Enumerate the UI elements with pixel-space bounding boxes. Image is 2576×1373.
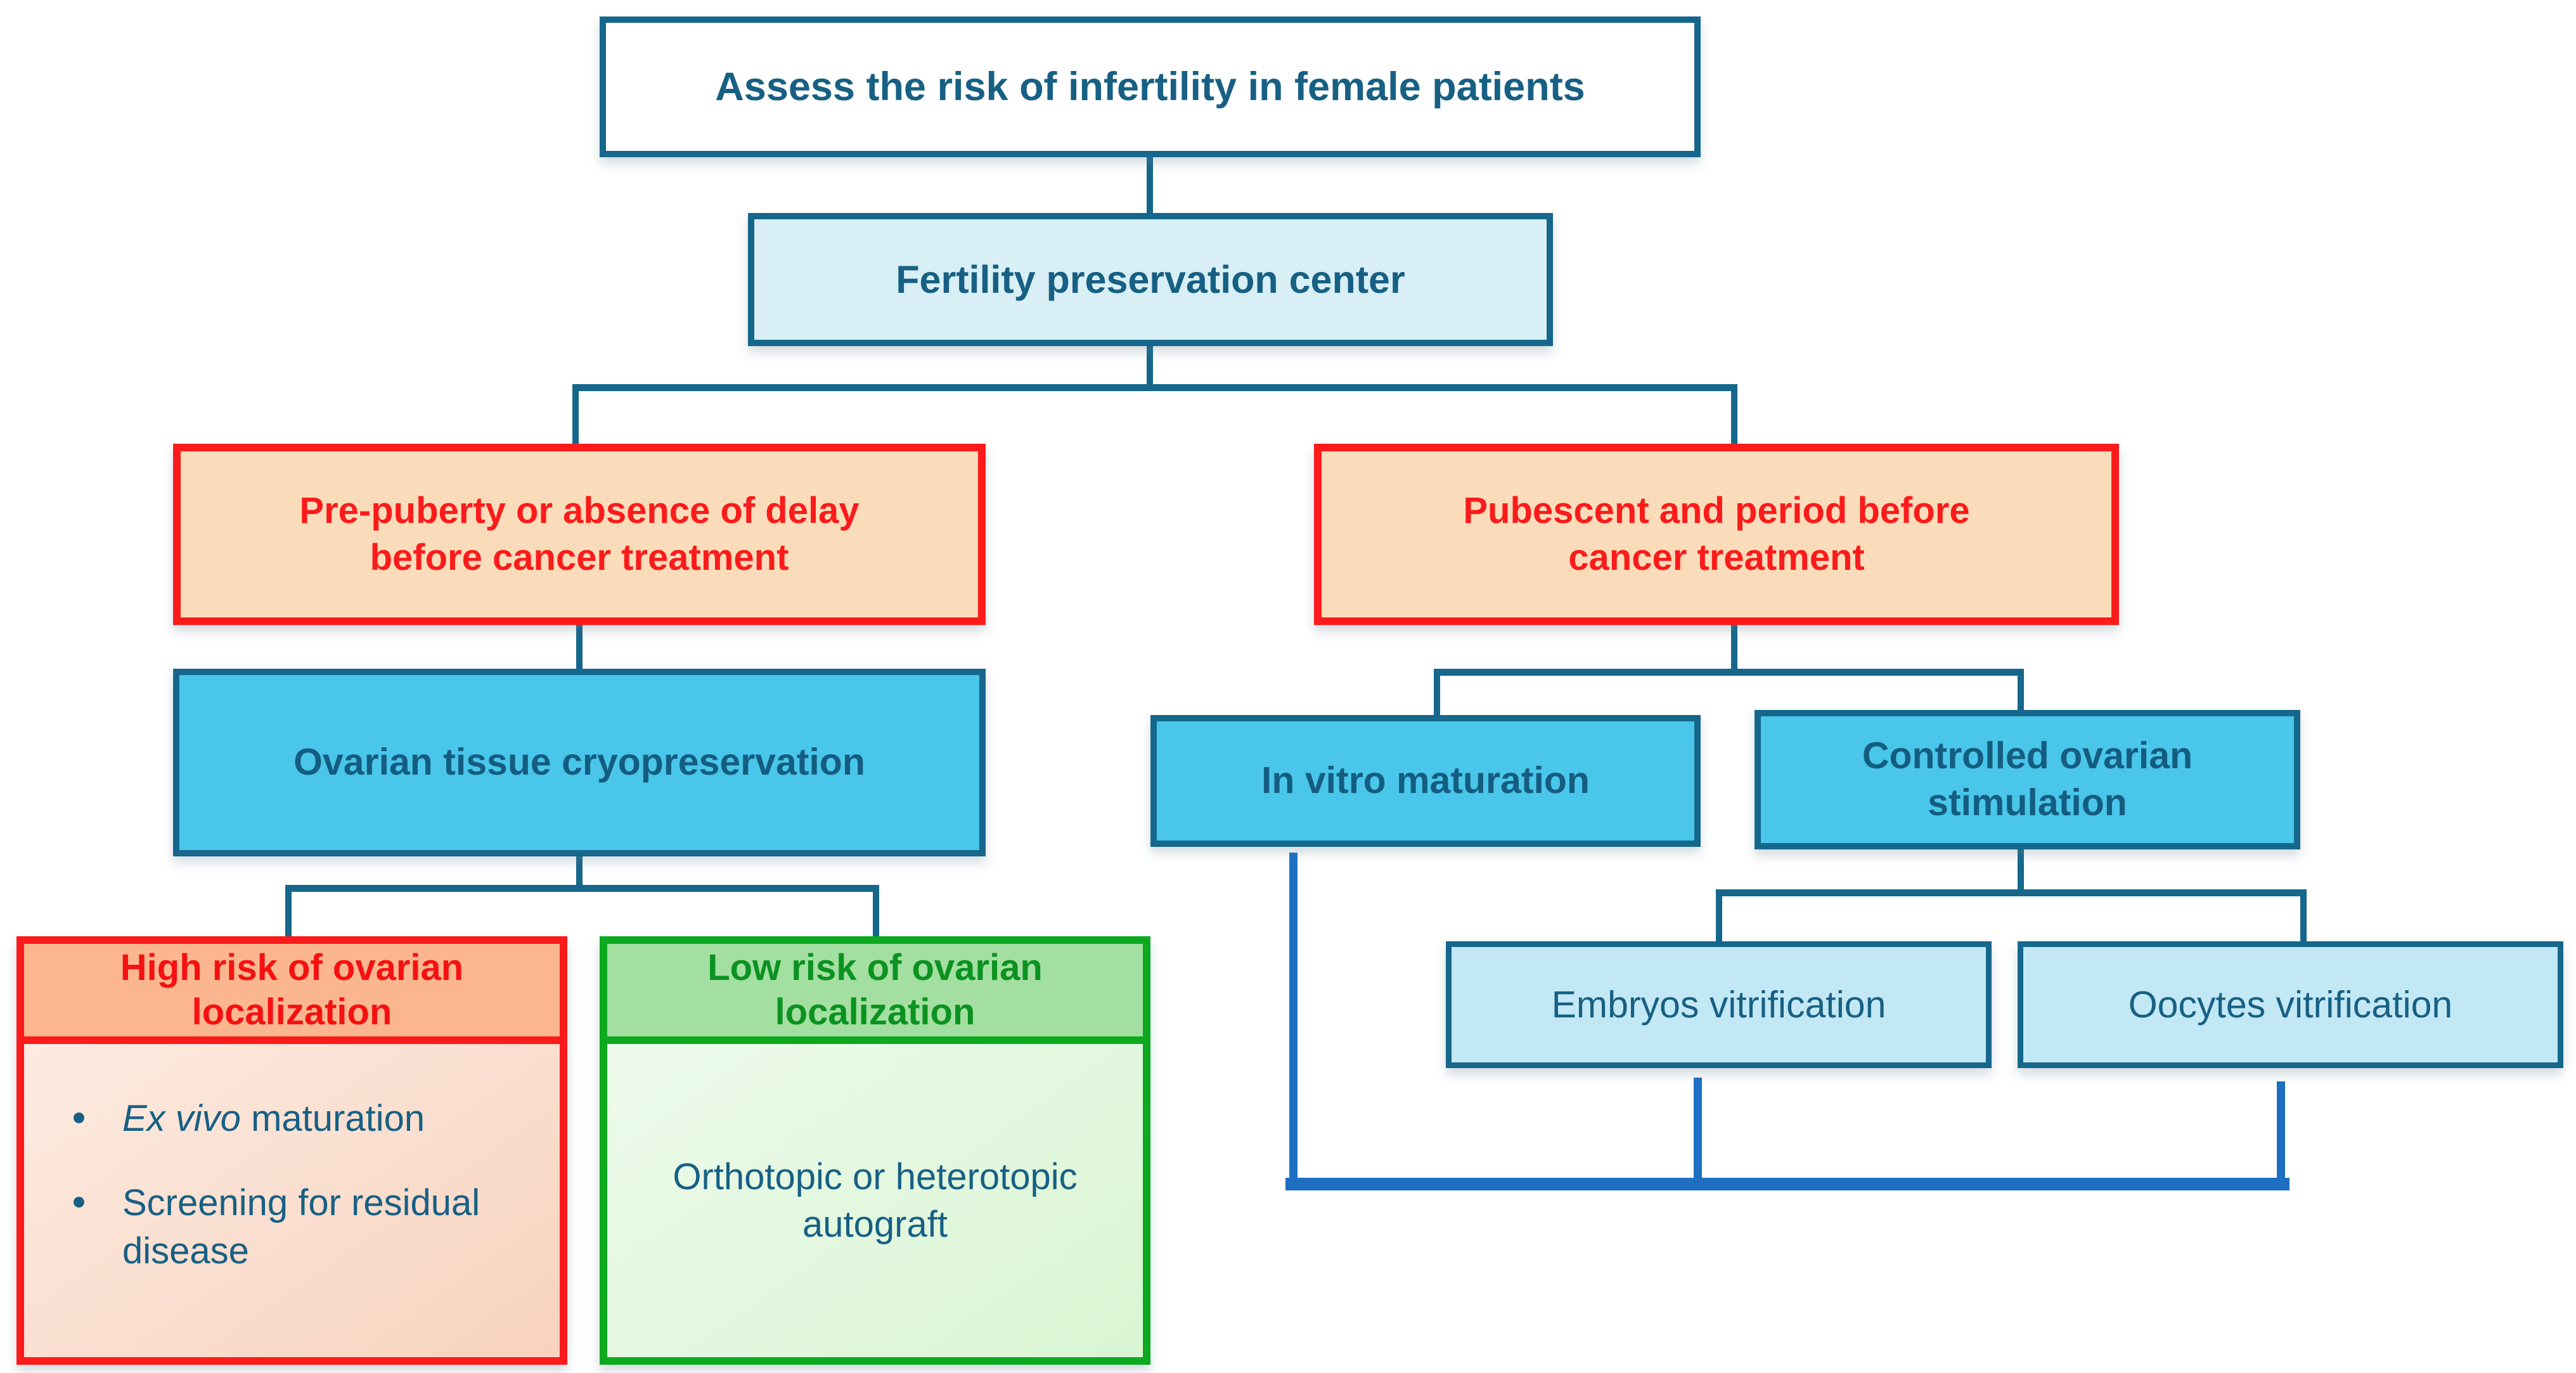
- node-embryos-vitrification: Embryos vitrification: [1446, 941, 1992, 1068]
- low-risk-header: Low risk of ovarian localization: [607, 944, 1143, 1044]
- node-fertility-preservation-center: Fertility preservation center: [748, 213, 1553, 346]
- connector-drop-to-pubescent: [1731, 388, 1737, 445]
- low-risk-title: Low risk of ovarian localization: [707, 947, 1043, 1033]
- connector-cos-down: [2018, 849, 2024, 892]
- connector-fertility-down: [1147, 345, 1153, 387]
- blue-line-from-ivm: [1289, 853, 1298, 1189]
- node-fertility-label: Fertility preservation center: [896, 258, 1405, 301]
- connector-right-split-bar: [1434, 669, 2024, 676]
- blue-join-bar: [1285, 1178, 2289, 1190]
- blue-line-from-oocytes: [2277, 1081, 2285, 1189]
- node-pubescent: Pubescent and period before cancer treat…: [1314, 444, 2119, 625]
- bullet2-text: Screening for residual disease: [122, 1182, 480, 1272]
- node-otc-label: Ovarian tissue cryopreservation: [293, 741, 865, 783]
- bullet-screening-residual-disease: Screening for residual disease: [56, 1179, 541, 1275]
- node-in-vitro-maturation: In vitro maturation: [1150, 715, 1701, 847]
- low-risk-body-text: Orthotopic or heterotopic autograft: [673, 1156, 1078, 1245]
- connector-prepuberty-to-otc: [576, 624, 583, 670]
- node-controlled-ovarian-stimulation: Controlled ovarian stimulation: [1755, 710, 2300, 849]
- connector-otc-down: [576, 856, 583, 887]
- connector-drop-to-embryos: [1716, 894, 1722, 943]
- node-ovarian-tissue-cryopreservation: Ovarian tissue cryopreservation: [173, 669, 986, 856]
- connector-drop-to-oocytes: [2300, 894, 2307, 943]
- high-risk-title: High risk of ovarian localization: [120, 947, 464, 1033]
- node-cos-label: Controlled ovarian stimulation: [1862, 735, 2193, 823]
- connector-pubescent-down: [1731, 624, 1737, 670]
- node-pubescent-label: Pubescent and period before cancer treat…: [1463, 489, 1970, 578]
- bullet1-rest-part: maturation: [240, 1098, 425, 1139]
- node-assess-risk: Assess the risk of infertility in female…: [600, 16, 1701, 157]
- node-pre-puberty: Pre-puberty or absence of delay before c…: [173, 444, 986, 625]
- high-risk-body: Ex vivo maturation Screening for residua…: [24, 1044, 560, 1357]
- connector-otc-split-bar: [285, 885, 879, 892]
- connector-drop-to-lowrisk: [873, 889, 879, 938]
- connector-top-split-bar: [572, 384, 1737, 391]
- bullet1-italic-part: Ex vivo: [122, 1098, 241, 1139]
- node-oocytes-vitrification: Oocytes vitrification: [2018, 941, 2563, 1068]
- connector-drop-to-highrisk: [285, 889, 292, 938]
- connector-drop-to-cos: [2018, 673, 2024, 711]
- connector-assess-to-fertility: [1147, 156, 1153, 214]
- connector-drop-to-prepuberty: [572, 388, 579, 445]
- bullet-ex-vivo-maturation: Ex vivo maturation: [56, 1095, 541, 1142]
- node-assess-risk-label: Assess the risk of infertility in female…: [715, 65, 1585, 109]
- high-risk-header: High risk of ovarian localization: [24, 944, 560, 1044]
- node-pre-puberty-label: Pre-puberty or absence of delay before c…: [299, 489, 860, 578]
- low-risk-body: Orthotopic or heterotopic autograft: [607, 1044, 1143, 1357]
- connector-drop-to-ivm: [1434, 673, 1440, 716]
- connector-cos-split-bar: [1716, 889, 2307, 896]
- blue-line-from-embryos: [1694, 1078, 1702, 1189]
- node-ivm-label: In vitro maturation: [1261, 759, 1590, 802]
- node-high-risk-ovarian-localization: High risk of ovarian localization Ex viv…: [16, 936, 567, 1365]
- node-low-risk-ovarian-localization: Low risk of ovarian localization Orthoto…: [600, 936, 1150, 1365]
- node-oocytes-label: Oocytes vitrification: [2128, 984, 2453, 1026]
- node-embryos-label: Embryos vitrification: [1551, 984, 1886, 1026]
